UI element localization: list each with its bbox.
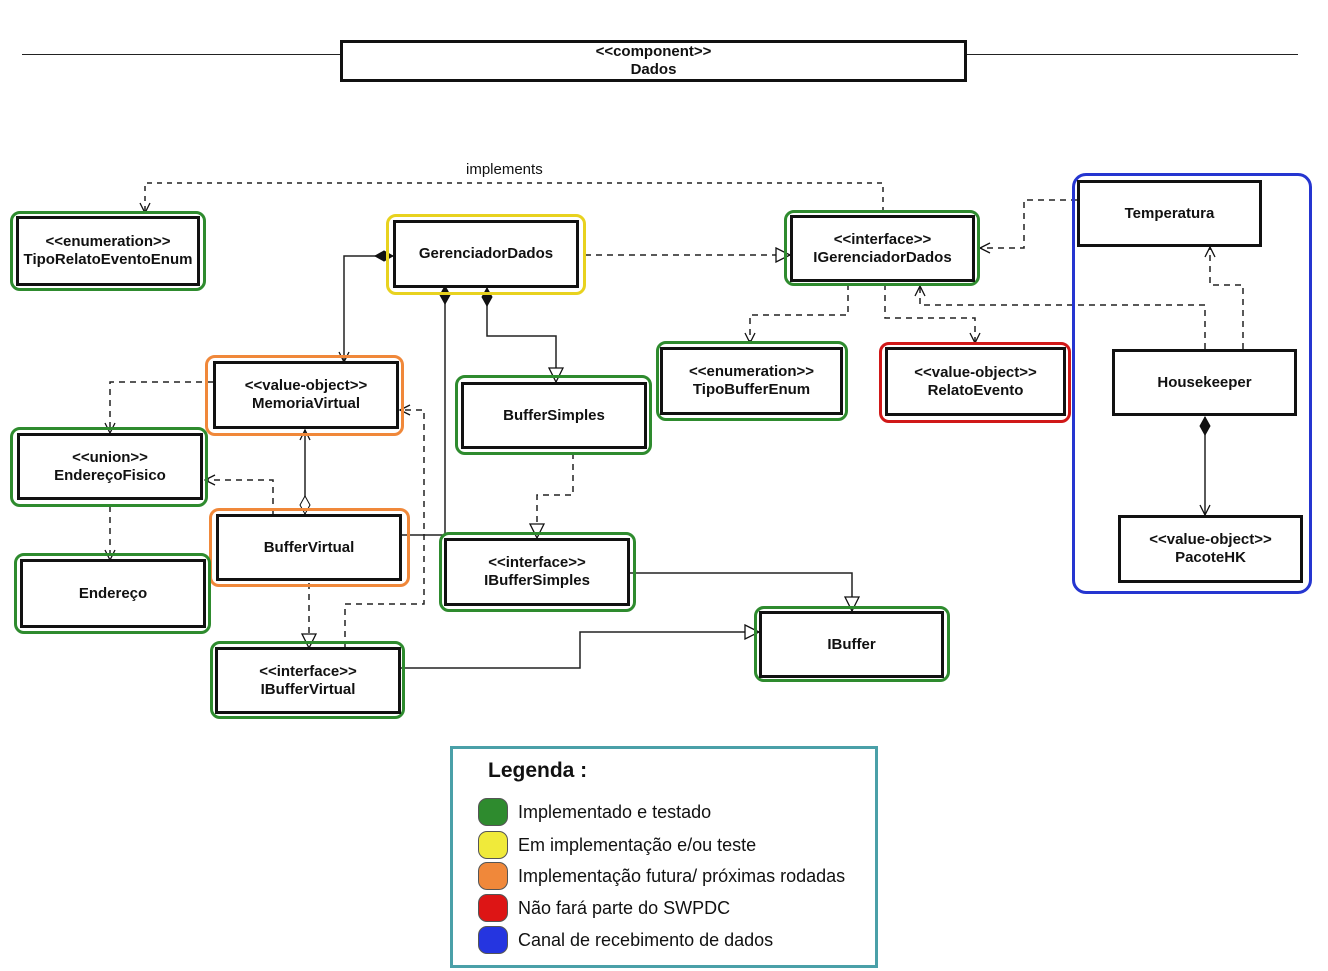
status-ring-ibuffersimples xyxy=(439,532,636,612)
class-name: TipoRelatoEventoEnum xyxy=(23,251,193,268)
legend: Legenda : Implementado e testado Em impl… xyxy=(450,746,878,968)
class-ibuffer: IBuffer xyxy=(759,611,944,678)
class-name: TipoBufferEnum xyxy=(692,381,811,398)
component-box: <<component>> Dados xyxy=(340,40,967,82)
class-name: Endereço xyxy=(78,584,148,602)
class-buffer-simples: BufferSimples xyxy=(461,382,647,449)
edge-buffersimples-ibuffersimples xyxy=(537,453,574,538)
legend-label: Implementado e testado xyxy=(518,801,712,822)
class-temperatura: Temperatura xyxy=(1077,180,1262,247)
class-endereco: Endereço xyxy=(20,559,206,628)
class-stereotype: <<interface>> xyxy=(259,662,357,680)
class-gerenciador-dados: GerenciadorDados xyxy=(393,220,579,288)
edge-ibuffervirtual-memoria xyxy=(344,410,425,648)
edge-gerenciador-buffersimples xyxy=(487,288,556,382)
class-name: PacoteHK xyxy=(1175,549,1246,566)
edge-housekeeper-igerenciador xyxy=(920,286,1206,349)
class-endereco-fisico: <<union>> EndereçoFisico xyxy=(17,433,203,500)
legend-item: Em implementação e/ou teste xyxy=(478,830,756,860)
class-stereotype: <<value-object>> xyxy=(1149,531,1272,548)
edge-temperatura-igerenciador xyxy=(980,199,1077,248)
component-stereotype: <<component>> xyxy=(595,43,712,60)
legend-title: Legenda : xyxy=(488,759,588,782)
class-tipo-buffer-enum: <<enumeration>> TipoBufferEnum xyxy=(660,347,843,415)
edge-memoria-enderecofisico xyxy=(110,381,213,433)
class-housekeeper: Housekeeper xyxy=(1112,349,1297,416)
class-igerenciador-dados: <<interface>> IGerenciadorDados xyxy=(790,215,975,282)
edge-gerenciador-memoria xyxy=(344,256,393,362)
legend-swatch xyxy=(478,831,508,859)
class-stereotype: <<interface>> xyxy=(833,230,932,248)
class-ibuffer-virtual: <<interface>> IBufferVirtual xyxy=(215,647,401,714)
class-name: EndereçoFisico xyxy=(54,466,166,484)
legend-label: Canal de recebimento de dados xyxy=(518,929,774,950)
class-tipo-relato-evento-enum: <<enumeration>> TipoRelatoEventoEnum xyxy=(16,216,200,286)
status-ring-memoria xyxy=(205,355,404,436)
legend-item: Canal de recebimento de dados xyxy=(478,925,773,955)
class-name: IBufferSimples xyxy=(484,572,590,589)
legend-label: Em implementação e/ou teste xyxy=(518,834,757,855)
legend-item: Implementado e testado xyxy=(478,797,711,827)
class-name: Temperatura xyxy=(1124,204,1215,222)
class-name: GerenciadorDados xyxy=(418,245,554,262)
edge-ibuffervirtual-ibuffer xyxy=(400,632,759,669)
class-stereotype: <<value-object>> xyxy=(244,377,368,394)
edge-implements xyxy=(145,182,884,213)
class-name: RelatoEvento xyxy=(927,381,1024,399)
component-name: Dados xyxy=(630,61,677,78)
legend-item: Não fará parte do SWPDC xyxy=(478,893,730,923)
class-stereotype: <<enumeration>> xyxy=(45,233,171,250)
legend-label: Implementação futura/ próximas rodadas xyxy=(518,865,846,886)
legend-item: Implementação futura/ próximas rodadas xyxy=(478,861,845,891)
class-name: Housekeeper xyxy=(1157,373,1252,391)
class-stereotype: <<enumeration>> xyxy=(688,363,815,380)
edge-igerenciador-tipobuffer xyxy=(750,284,849,343)
edge-ibuffersimples-ibuffer xyxy=(630,572,852,611)
class-relato-evento: <<value-object>> RelatoEvento xyxy=(885,347,1066,416)
status-ring-ibuffer xyxy=(754,606,950,682)
class-name: IGerenciadorDados xyxy=(813,248,952,266)
status-ring-buffersimples xyxy=(455,375,652,455)
class-stereotype: <<interface>> xyxy=(488,554,586,571)
edge-igerenciador-relato xyxy=(884,284,975,343)
class-stereotype: <<value-object>> xyxy=(914,363,1037,381)
legend-swatch xyxy=(478,926,508,954)
status-ring-tipobuffer xyxy=(656,341,848,421)
status-ring-gerenciador xyxy=(386,214,586,295)
class-ibuffer-simples: <<interface>> IBufferSimples xyxy=(444,538,630,606)
class-memoria-virtual: <<value-object>> MemoriaVirtual xyxy=(213,361,399,429)
edge-buffervirtual-enderecofisico xyxy=(205,480,274,515)
status-ring-tipo-relato xyxy=(10,211,206,291)
status-ring-igerenciador xyxy=(784,210,980,286)
class-buffer-virtual: BufferVirtual xyxy=(216,514,402,581)
class-name: IBufferVirtual xyxy=(260,680,356,698)
legend-swatch xyxy=(478,862,508,890)
class-name: IBuffer xyxy=(827,635,876,653)
class-name: MemoriaVirtual xyxy=(251,395,361,412)
legend-swatch xyxy=(478,894,508,922)
class-pacote-hk: <<value-object>> PacoteHK xyxy=(1118,515,1303,583)
legend-label: Não fará parte do SWPDC xyxy=(518,897,731,918)
edge-housekeeper-temperatura xyxy=(1210,247,1244,349)
class-name: BufferVirtual xyxy=(263,538,355,556)
status-ring-relato xyxy=(879,342,1071,423)
status-ring-data-channel xyxy=(1072,173,1312,594)
implements-label: implements xyxy=(466,161,543,178)
status-ring-ibuffervirtual xyxy=(210,641,405,719)
class-stereotype: <<union>> xyxy=(72,448,148,466)
class-name: BufferSimples xyxy=(503,406,605,424)
status-ring-endereco xyxy=(14,553,211,634)
legend-swatch xyxy=(478,798,508,826)
status-ring-buffervirtual xyxy=(209,508,410,587)
status-ring-enderecofisico xyxy=(10,427,208,507)
